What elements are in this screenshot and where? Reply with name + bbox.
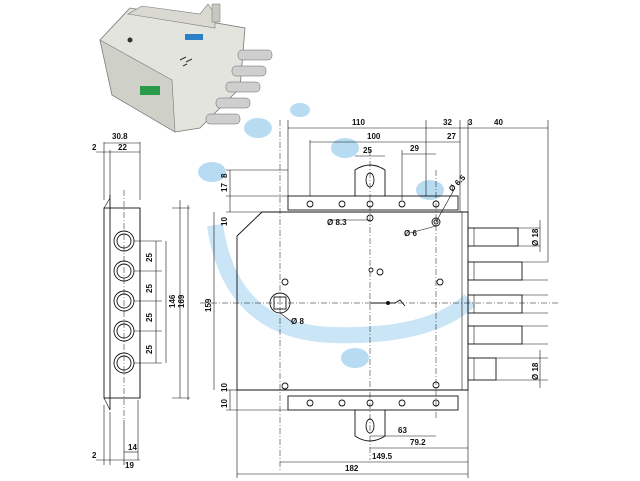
bolts — [467, 220, 548, 388]
dim-29: 29 — [410, 144, 419, 153]
dim-10-b: 10 — [220, 383, 229, 392]
left-bottom-dimensions — [96, 400, 140, 465]
lock-photo — [99, 3, 273, 133]
lock-front-view — [200, 120, 560, 470]
top-dimension-lines — [287, 120, 549, 262]
dim-dia-18-bottom: Ø 18 — [531, 362, 540, 380]
dim-10-c: 10 — [220, 399, 229, 408]
left-top-dimensions — [96, 142, 141, 200]
dim-149-5: 149.5 — [372, 452, 393, 461]
dim-dia-18-top: Ø 18 — [531, 228, 540, 246]
dim-19: 19 — [125, 461, 134, 470]
dim-146: 146 — [168, 294, 177, 308]
dim-3: 3 — [468, 118, 473, 127]
dim-dia-6: Ø 6 — [404, 229, 417, 238]
dim-22: 22 — [118, 143, 127, 152]
diameter-leaders — [279, 187, 456, 323]
dim-40: 40 — [494, 118, 503, 127]
dim-17: 17 — [220, 183, 229, 192]
bolt-pitch-dimensions — [134, 200, 190, 400]
dim-79-2: 79.2 — [410, 438, 426, 447]
dim-32: 32 — [443, 118, 452, 127]
dim-2-top: 2 — [92, 143, 97, 152]
dim-dia-8: Ø 8 — [291, 317, 304, 326]
dim-25-top: 25 — [363, 146, 372, 155]
dim-27: 27 — [447, 132, 456, 141]
dim-14: 14 — [128, 443, 137, 452]
dim-63: 63 — [398, 426, 407, 435]
dim-pitch-4: 25 — [145, 345, 154, 354]
bottom-dimension-lines — [236, 390, 469, 478]
side-view — [103, 190, 141, 420]
dim-pitch-1: 25 — [145, 253, 154, 262]
dim-159: 159 — [204, 298, 213, 312]
dim-110: 110 — [352, 118, 365, 127]
dim-8: 8 — [220, 173, 229, 178]
dim-182: 182 — [345, 464, 359, 473]
dim-30-8: 30.8 — [112, 132, 128, 141]
dim-169: 169 — [177, 294, 186, 308]
dim-pitch-2: 25 — [145, 284, 154, 293]
dim-pitch-3: 25 — [145, 313, 154, 322]
watermark-logo — [198, 103, 476, 368]
dim-2-bottom: 2 — [92, 451, 97, 460]
dim-100: 100 — [367, 132, 381, 141]
dim-10-a: 10 — [220, 217, 229, 226]
left-vertical-dimensions — [213, 169, 288, 411]
dim-dia-8-3: Ø 8.3 — [327, 218, 347, 227]
dim-dia-6-5: Ø 6.5 — [447, 173, 468, 194]
